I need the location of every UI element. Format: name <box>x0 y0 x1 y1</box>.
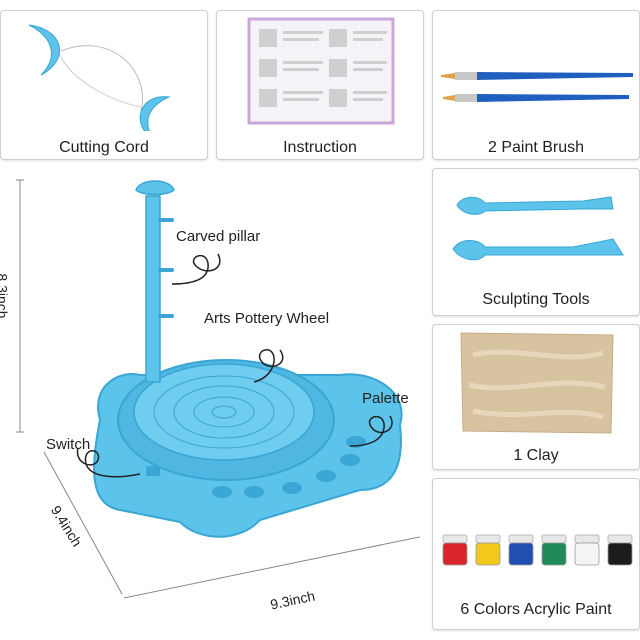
power-switch <box>146 466 160 476</box>
pottery-wheel-callout: Arts Pottery Wheel <box>204 310 330 327</box>
paint-brush-label: 2 Paint Brush <box>487 139 585 156</box>
carved-pillar-callout: Carved pillar <box>176 228 261 245</box>
paint-pot-1 <box>442 534 468 566</box>
sculpting-tools-image <box>452 196 624 261</box>
clay-card: 1 Clay <box>432 324 640 470</box>
paint-brush-image <box>441 72 633 102</box>
acrylic-paint-image <box>442 534 633 566</box>
paint-pot-6 <box>607 534 633 566</box>
sculpting-tools-card: Sculpting Tools <box>432 168 640 316</box>
switch-callout: Switch <box>46 436 91 453</box>
switch-arrow <box>76 447 141 478</box>
pottery-wheel-turntable <box>133 363 315 461</box>
carved-pillar-arrow <box>171 253 221 285</box>
cutting-cord-handle-2 <box>139 96 171 131</box>
cutting-cord-handle-1 <box>28 24 61 76</box>
pottery-wheel-illustration <box>16 179 420 599</box>
instruction-card: Instruction <box>216 10 424 160</box>
carved-pillar <box>145 195 161 383</box>
instruction-label: Instruction <box>283 139 357 156</box>
paint-pot-3 <box>508 534 534 566</box>
sculpting-tool-1 <box>456 196 614 215</box>
paint-brush-card: 2 Paint Brush <box>432 10 640 160</box>
paint-brush-1 <box>441 72 633 80</box>
acrylic-paint-label: 6 Colors Acrylic Paint <box>460 601 612 618</box>
palette-callout: Palette <box>362 390 409 407</box>
sculpting-tools-label: Sculpting Tools <box>482 291 590 308</box>
width-dimension-line <box>123 536 420 599</box>
palette-arrow <box>349 415 393 447</box>
paint-pot-4 <box>541 534 567 566</box>
clay-bag-image <box>460 332 614 434</box>
cutting-cord-card: Cutting Cord <box>0 10 208 160</box>
sculpting-tool-2 <box>452 238 624 261</box>
cutting-cord-image <box>28 24 171 131</box>
clay-label: 1 Clay <box>513 447 559 464</box>
paint-pot-2 <box>475 534 501 566</box>
depth-dimension-line <box>43 451 123 595</box>
carved-pillar-top <box>135 180 175 196</box>
cutting-cord-label: Cutting Cord <box>59 139 149 156</box>
paint-brush-2 <box>443 94 629 102</box>
height-dimension-label: 8.3inch <box>0 273 11 319</box>
acrylic-paint-card: 6 Colors Acrylic Paint <box>432 478 640 630</box>
paint-pot-5 <box>574 534 600 566</box>
wheel-arrow <box>253 349 284 383</box>
instruction-sheet-image <box>247 17 395 125</box>
